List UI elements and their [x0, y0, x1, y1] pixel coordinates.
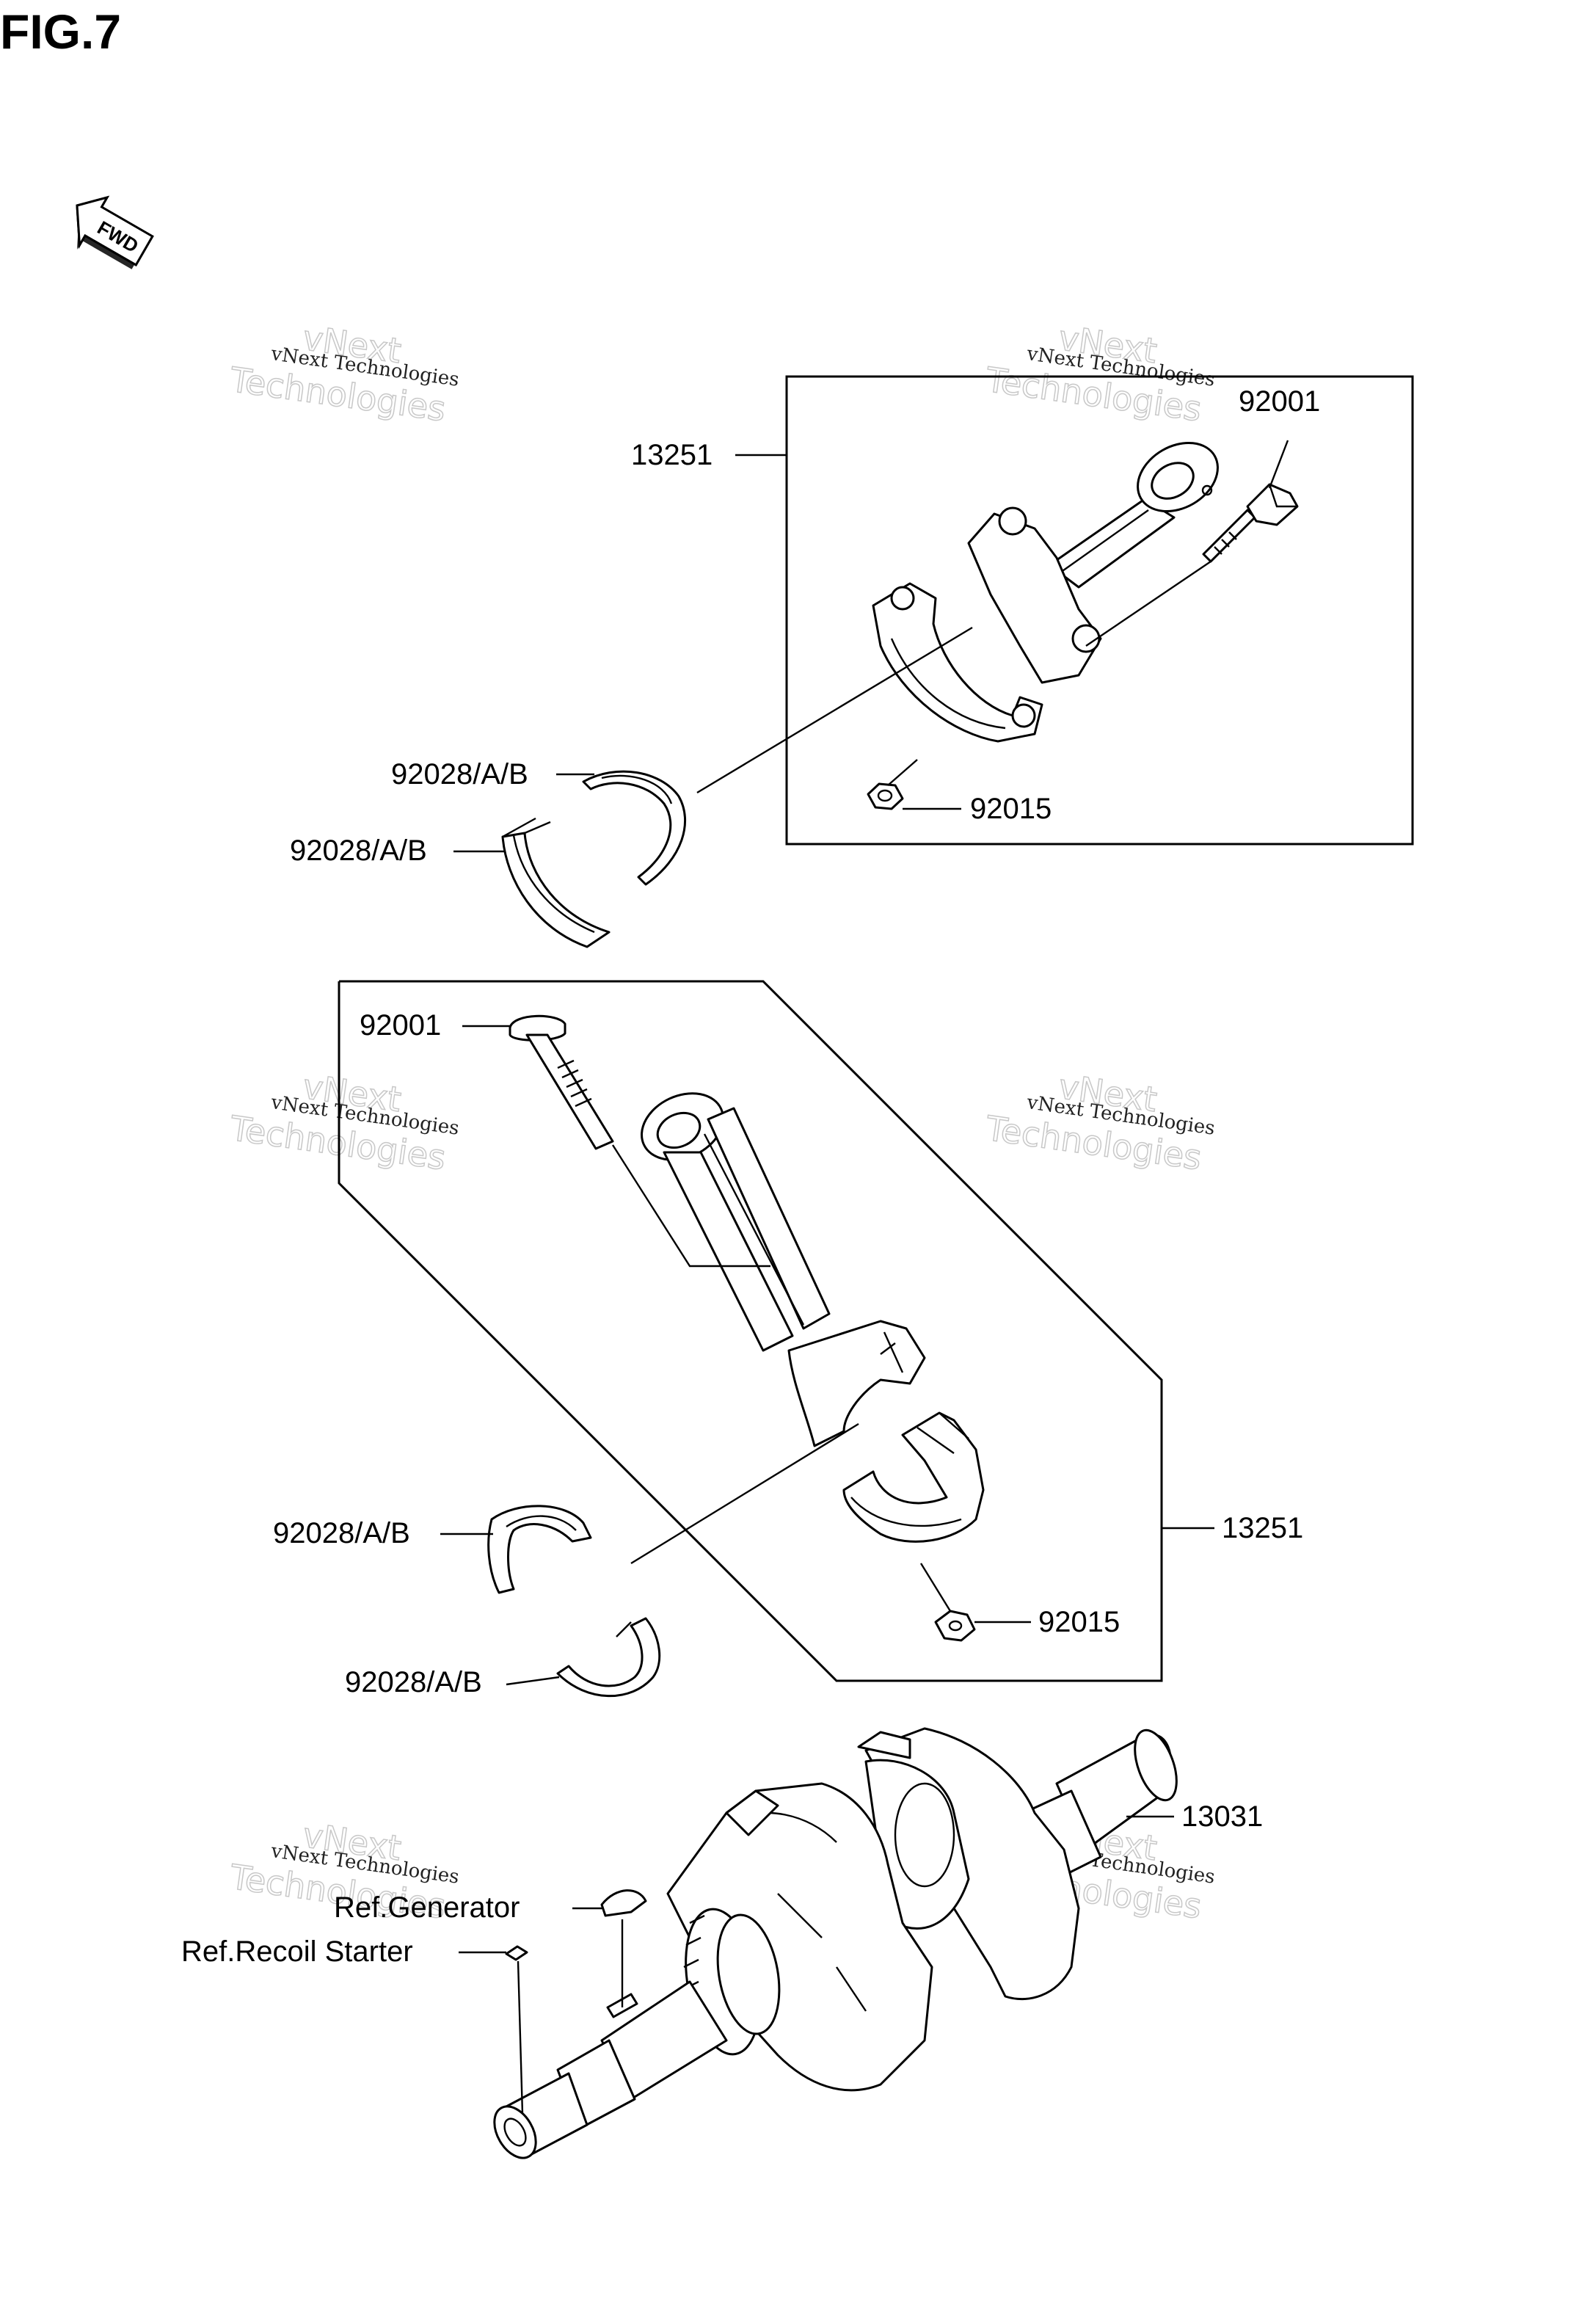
figure-title: FIG.7	[0, 4, 121, 59]
fwd-arrow-icon: FWD	[76, 195, 154, 269]
assembly-box-mid	[338, 980, 1163, 1682]
label-92028-top-1: 92028/A/B	[391, 758, 528, 790]
label-13251-mid: 13251	[1222, 1512, 1303, 1544]
bearing-shell-top-1	[582, 770, 687, 886]
rod-cap-top	[872, 582, 1043, 743]
leader-nut-to-cap-mid	[919, 1563, 952, 1612]
nut-top	[867, 782, 904, 810]
leader-bearing-to-rod-top	[696, 626, 973, 794]
leader-92001-top	[1268, 440, 1289, 489]
leader-small-key-to-shaft	[517, 1960, 524, 2115]
label-92028-low-1: 92028/A/B	[273, 1517, 410, 1549]
leader-nut-to-cap-top	[887, 759, 918, 786]
connecting-rod-top	[967, 441, 1219, 684]
leader-bearing-to-rod-mid	[630, 1422, 859, 1565]
bearing-shell-low-2	[556, 1617, 661, 1698]
assembly-box-top	[785, 375, 1414, 846]
bearing-shell-top-2	[501, 817, 611, 948]
woodruff-key	[600, 1889, 647, 1917]
label-92001-mid: 92001	[360, 1009, 441, 1042]
label-92001-top: 92001	[1239, 385, 1320, 418]
leader-bolt-to-rod-mid	[611, 1144, 770, 1268]
label-92028-top-2: 92028/A/B	[290, 835, 427, 867]
label-92015-top: 92015	[970, 793, 1052, 825]
label-13031: 13031	[1181, 1800, 1263, 1833]
crankshaft	[493, 1727, 1178, 2159]
label-92015-mid: 92015	[1038, 1606, 1120, 1638]
connecting-rod-mid	[641, 1092, 926, 1447]
label-13251-top: 13251	[631, 439, 713, 471]
bearing-shell-low-1	[487, 1505, 592, 1594]
bolt-top	[1202, 483, 1299, 563]
label-ref-recoil-starter: Ref.Recoil Starter	[181, 1935, 413, 1968]
label-92028-low-2: 92028/A/B	[345, 1666, 482, 1698]
small-key	[505, 1945, 528, 1961]
leader-bolt-to-rod-top	[1085, 561, 1211, 647]
leader-92028-low-2	[506, 1676, 560, 1686]
rod-cap-mid	[842, 1411, 985, 1543]
label-ref-generator: Ref.Generator	[334, 1891, 520, 1924]
nut-mid	[934, 1610, 976, 1642]
bolt-mid	[509, 1014, 614, 1150]
watermark: vNext vNext Technologies Technologies vN…	[227, 317, 1217, 1927]
